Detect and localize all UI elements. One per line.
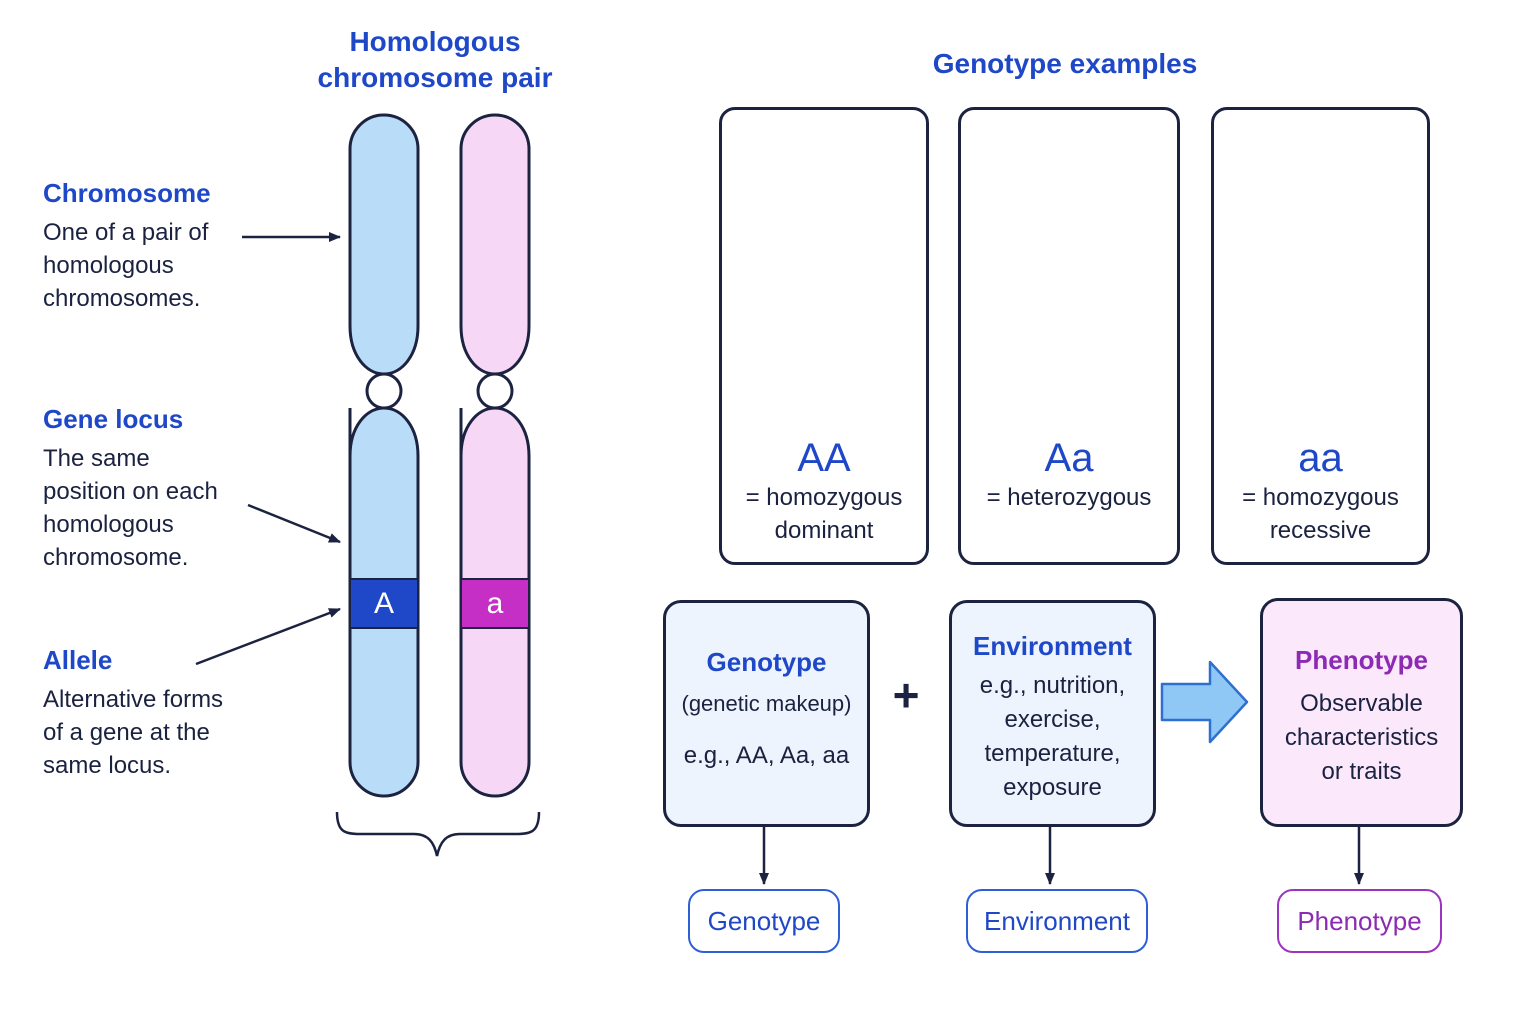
genotype-description: = homozygous dominant xyxy=(745,484,903,544)
environment-box-heading: Environment xyxy=(973,631,1132,661)
allele-band-dominant xyxy=(349,578,419,629)
environment-box-text: e.g., nutrition, exercise, temperature, … xyxy=(979,672,1126,801)
chromosome-pink-large xyxy=(459,113,531,798)
phenotype-box-heading: Phenotype xyxy=(1295,645,1428,675)
locus-arrow xyxy=(247,503,341,544)
genotype-code: AA xyxy=(797,436,851,480)
genotype-box: Genotype (genetic makeup) e.g., AA, Aa, … xyxy=(663,600,870,827)
genotype-box-examples: e.g., AA, Aa, aa xyxy=(683,742,850,769)
genotype-description: = heterozygous xyxy=(986,484,1152,511)
allele-letter-recessive: a xyxy=(486,587,504,620)
small-allele-letter: A xyxy=(851,336,867,359)
genotype-description: = homozygous recessive xyxy=(1242,484,1399,544)
phenotype-pill: Phenotype xyxy=(1277,889,1442,953)
genotype-code: aa xyxy=(1298,436,1343,480)
genotype-card-AA: AA = homozygous dominant xyxy=(719,107,929,565)
phenotype-box-text: Observable characteristics or traits xyxy=(1284,690,1439,785)
genotype-box-heading: Genotype xyxy=(706,647,827,677)
genotype-card-Aa: Aa = heterozygous xyxy=(958,107,1180,565)
locus-label-heading: Gene locus xyxy=(43,404,184,434)
allele-letter-dominant: A xyxy=(373,587,394,620)
small-allele-letter: a xyxy=(1270,336,1282,359)
small-allele-letter: A xyxy=(779,336,795,359)
small-allele-letter: a xyxy=(1096,336,1108,359)
pair-brace xyxy=(335,811,541,857)
allele-label-text: Alternative forms of a gene at the same … xyxy=(43,686,224,779)
allele-arrow xyxy=(195,607,341,666)
chromosome-label-heading: Chromosome xyxy=(43,178,211,208)
genotype-box-subtitle: (genetic makeup) xyxy=(681,691,852,716)
pair-title: Homologous chromosome pair xyxy=(317,26,553,93)
allele-label-heading: Allele xyxy=(43,645,113,675)
allele-band-recessive xyxy=(460,578,530,629)
small-allele-letter: A xyxy=(1022,336,1038,359)
genotype-code: Aa xyxy=(1044,436,1094,480)
examples-title: Genotype examples xyxy=(932,48,1198,79)
flow-arrow xyxy=(1160,660,1249,744)
plus-sign: + xyxy=(892,669,920,721)
environment-pill: Environment xyxy=(966,889,1148,953)
locus-label-text: The same position on each homologous chr… xyxy=(43,445,218,571)
phenotype-box: Phenotype Observable characteristics or … xyxy=(1260,598,1463,827)
genotype-card-aa: aa = homozygous recessive xyxy=(1211,107,1430,565)
chromosome-blue-large xyxy=(348,113,420,798)
chromosome-label-text: One of a pair of homologous chromosomes. xyxy=(43,219,209,312)
environment-box: Environment e.g., nutrition, exercise, t… xyxy=(949,600,1156,827)
genotype-pill: Genotype xyxy=(688,889,840,953)
small-allele-letter: a xyxy=(1345,336,1357,359)
